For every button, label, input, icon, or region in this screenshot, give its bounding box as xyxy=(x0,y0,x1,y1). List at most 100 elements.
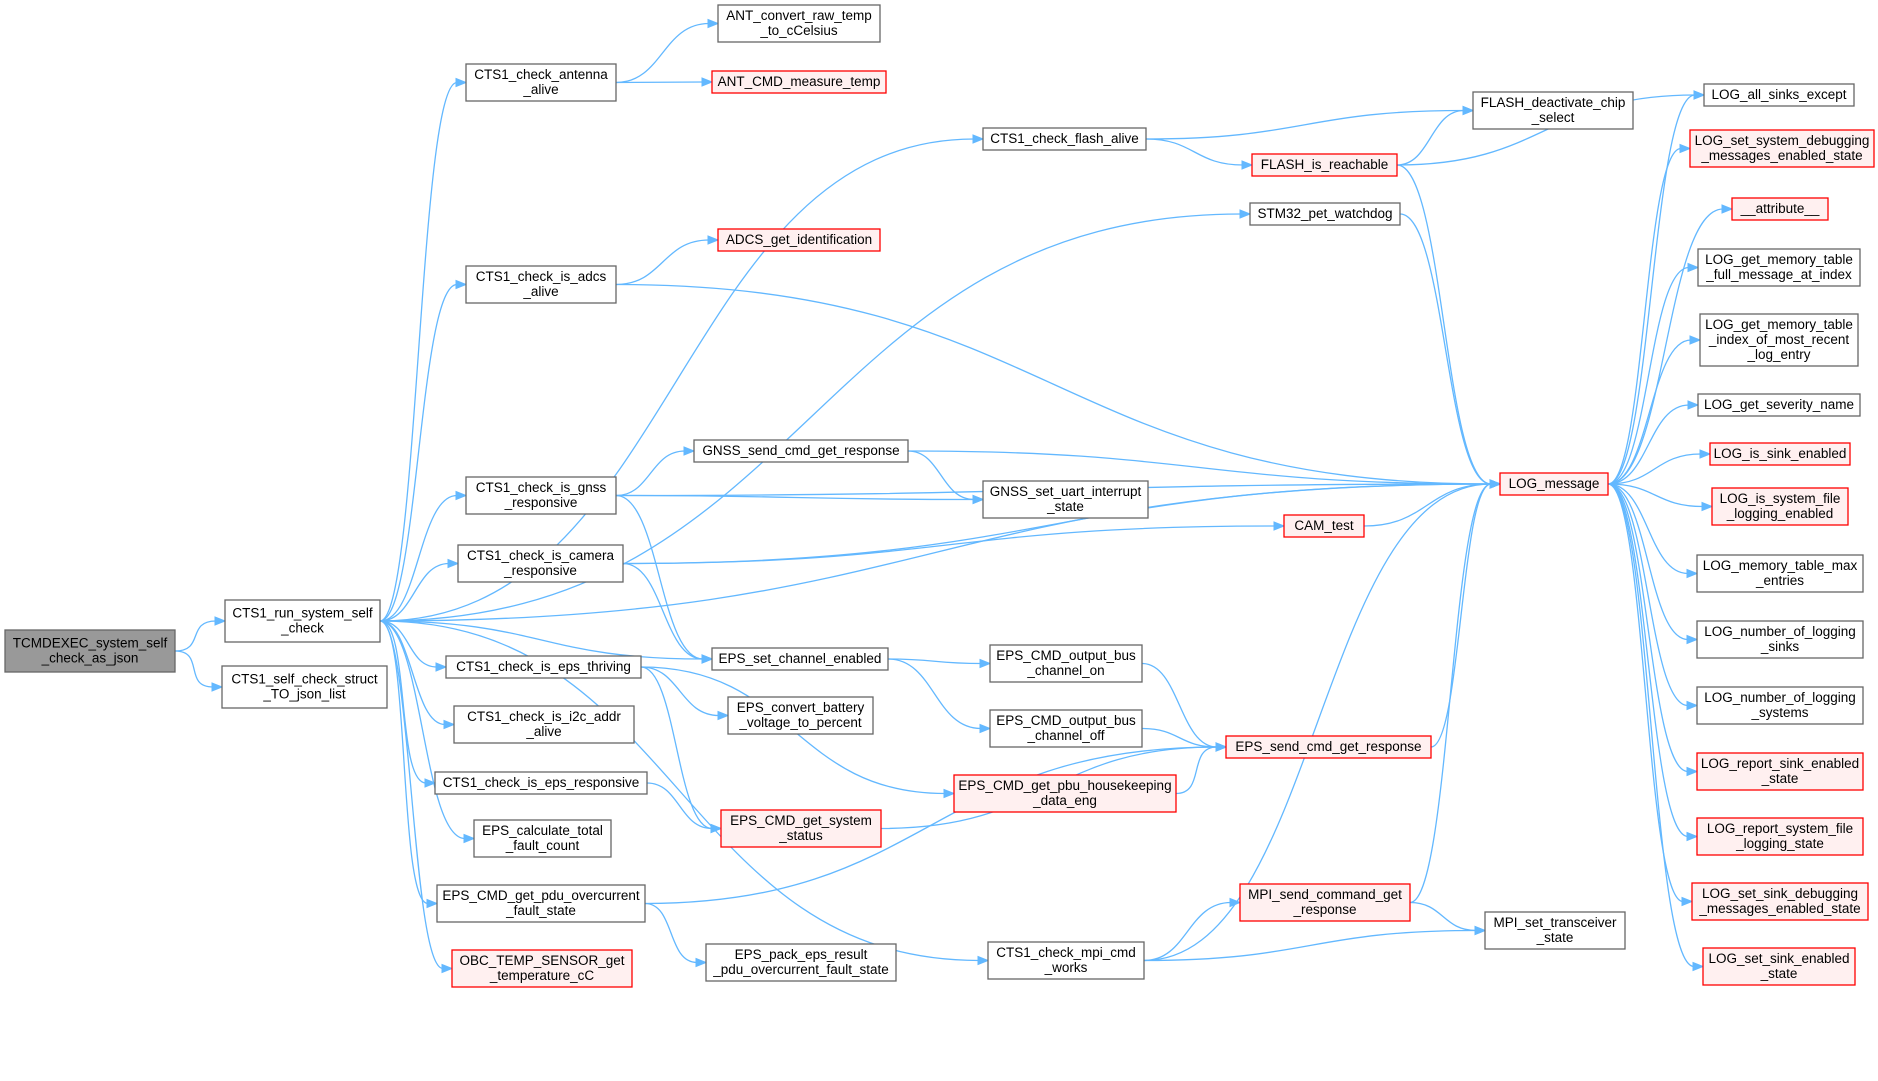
node-label-line: _channel_off xyxy=(1026,728,1104,743)
node-l4[interactable]: LOG_get_memory_table_full_message_at_ind… xyxy=(1697,248,1861,287)
node-root[interactable]: TCMDEXEC_system_self_check_as_json xyxy=(4,629,176,673)
node-gnssuart[interactable]: GNSS_set_uart_interrupt_state xyxy=(982,480,1149,519)
node-gnss[interactable]: CTS1_check_is_gnss_responsive xyxy=(465,476,617,515)
node-l14[interactable]: LOG_set_sink_debugging_messages_enabled_… xyxy=(1691,882,1869,921)
node-pduoc[interactable]: EPS_CMD_get_pdu_overcurrent_fault_state xyxy=(436,884,646,923)
node-pbu[interactable]: EPS_CMD_get_pbu_housekeeping_data_eng xyxy=(953,774,1177,813)
node-label-line: _check xyxy=(280,621,324,636)
node-layer: TCMDEXEC_system_self_check_as_json CTS1_r… xyxy=(4,4,1875,988)
node-box xyxy=(445,655,642,679)
node-box xyxy=(1697,393,1861,417)
node-epsbatt[interactable]: EPS_convert_battery_voltage_to_percent xyxy=(727,696,874,735)
node-box xyxy=(727,696,874,735)
node-stm32[interactable]: STM32_pet_watchdog xyxy=(1249,202,1401,226)
node-adcsid[interactable]: ADCS_get_identification xyxy=(717,228,881,252)
node-flashalive[interactable]: CTS1_check_flash_alive xyxy=(982,127,1147,151)
edge-camera-to-epschan xyxy=(622,562,714,664)
node-epsresp[interactable]: CTS1_check_is_eps_responsive xyxy=(434,771,648,795)
edge-pbu-to-epssend xyxy=(1175,742,1228,795)
node-adcs[interactable]: CTS1_check_is_adcs_alive xyxy=(465,265,617,304)
edge-flashreach-to-flashdeact xyxy=(1396,105,1475,166)
node-l6[interactable]: LOG_get_severity_name xyxy=(1697,393,1861,417)
node-l12[interactable]: LOG_report_sink_enabled_state xyxy=(1696,752,1864,791)
edge-gnss-to-gnsscmd xyxy=(615,446,696,497)
node-l2[interactable]: LOG_set_system_debugging_messages_enable… xyxy=(1689,129,1875,168)
node-antconv[interactable]: ANT_convert_raw_temp_to_cCelsius xyxy=(717,4,881,43)
node-label-line: CTS1_run_system_self xyxy=(232,606,373,621)
node-l8[interactable]: LOG_is_system_file_logging_enabled xyxy=(1711,487,1849,526)
node-box xyxy=(436,884,646,923)
node-label-line: _pdu_overcurrent_fault_state xyxy=(712,962,889,977)
node-busoff[interactable]: EPS_CMD_output_bus_channel_off xyxy=(989,709,1143,748)
node-label-line: ANT_CMD_measure_temp xyxy=(718,74,881,89)
node-label-line: EPS_CMD_output_bus xyxy=(996,713,1136,728)
node-l5[interactable]: LOG_get_memory_table_index_of_most_recen… xyxy=(1699,313,1859,367)
edge-root-to-run xyxy=(174,616,227,652)
node-obc[interactable]: OBC_TEMP_SENSOR_get_temperature_cC xyxy=(451,949,633,988)
edge-logmsg-to-l5 xyxy=(1607,335,1702,485)
node-struct[interactable]: CTS1_self_check_struct_TO_json_list xyxy=(221,665,388,709)
node-epssend[interactable]: EPS_send_cmd_get_response xyxy=(1225,735,1432,759)
node-l9[interactable]: LOG_memory_table_max_entries xyxy=(1696,554,1864,593)
edge-logmsg-to-l6 xyxy=(1607,400,1700,485)
node-label-line: __attribute__ xyxy=(1740,201,1820,216)
node-run[interactable]: CTS1_run_system_self_check xyxy=(224,599,381,643)
node-label-line: _state xyxy=(1536,930,1574,945)
node-camtest[interactable]: CAM_test xyxy=(1283,514,1365,538)
node-box xyxy=(711,70,887,94)
edge-mpiworks-to-mpisend xyxy=(1143,897,1242,962)
node-epspack[interactable]: EPS_pack_eps_result_pdu_overcurrent_faul… xyxy=(705,943,897,982)
node-gnsscmd[interactable]: GNSS_send_cmd_get_response xyxy=(693,439,909,463)
node-label-line: LOG_set_system_debugging xyxy=(1695,133,1870,148)
node-label-line: CTS1_self_check_struct xyxy=(231,672,378,687)
node-box xyxy=(717,4,881,43)
node-label-line: _entries xyxy=(1755,573,1804,588)
node-l15[interactable]: LOG_set_sink_enabled_state xyxy=(1702,947,1856,986)
node-l13[interactable]: LOG_report_system_file_logging_state xyxy=(1696,817,1864,856)
node-box xyxy=(720,809,882,848)
node-label-line: CTS1_check_is_eps_responsive xyxy=(443,775,640,790)
node-label-line: LOG_is_sink_enabled xyxy=(1714,446,1847,461)
node-l11[interactable]: LOG_number_of_logging_systems xyxy=(1696,686,1864,725)
node-label-line: _fault_count xyxy=(505,838,580,853)
node-label-line: LOG_report_system_file xyxy=(1707,821,1853,836)
node-antenna[interactable]: CTS1_check_antenna_alive xyxy=(465,63,617,102)
edge-run-to-fault xyxy=(379,620,476,844)
edge-logmsg-to-l13 xyxy=(1607,483,1699,842)
node-camera[interactable]: CTS1_check_is_camera_responsive xyxy=(457,544,624,583)
node-epsthr[interactable]: CTS1_check_is_eps_thriving xyxy=(445,655,642,679)
node-label-line: EPS_CMD_get_pdu_overcurrent xyxy=(442,888,640,903)
node-mpiworks[interactable]: CTS1_check_mpi_cmd_works xyxy=(987,941,1145,980)
edge-buson-to-epssend xyxy=(1141,662,1228,752)
node-logmsg[interactable]: LOG_message xyxy=(1499,472,1609,496)
edge-run-to-gnss xyxy=(379,490,468,622)
node-label-line: OBC_TEMP_SENSOR_get xyxy=(459,953,624,968)
node-antmeas[interactable]: ANT_CMD_measure_temp xyxy=(711,70,887,94)
edge-mpiworks-to-mpitx xyxy=(1143,925,1487,962)
node-box xyxy=(1499,472,1609,496)
node-l3[interactable]: __attribute__ xyxy=(1731,197,1829,221)
node-label-line: EPS_CMD_output_bus xyxy=(996,648,1136,663)
node-label-line: LOG_number_of_logging xyxy=(1704,690,1856,705)
node-mpitx[interactable]: MPI_set_transceiver_state xyxy=(1484,911,1626,950)
node-epssys[interactable]: EPS_CMD_get_system_status xyxy=(720,809,882,848)
node-l7[interactable]: LOG_is_sink_enabled xyxy=(1709,442,1851,466)
node-flashdeact[interactable]: FLASH_deactivate_chip_select xyxy=(1472,91,1634,130)
node-label-line: EPS_set_channel_enabled xyxy=(719,651,882,666)
node-epschan[interactable]: EPS_set_channel_enabled xyxy=(711,647,889,671)
node-buson[interactable]: EPS_CMD_output_bus_channel_on xyxy=(989,644,1143,683)
node-i2c[interactable]: CTS1_check_is_i2c_addr_alive xyxy=(453,705,635,744)
node-fault[interactable]: EPS_calculate_total_fault_count xyxy=(473,819,612,858)
node-box xyxy=(1696,817,1864,856)
edge-adcs-to-adcsid xyxy=(615,235,720,286)
node-mpisend[interactable]: MPI_send_command_get_response xyxy=(1239,883,1411,922)
node-l10[interactable]: LOG_number_of_logging_sinks xyxy=(1696,620,1864,659)
node-label-line: LOG_is_system_file xyxy=(1720,491,1841,506)
edge-run-to-antenna xyxy=(379,77,468,622)
node-flashreach[interactable]: FLASH_is_reachable xyxy=(1251,153,1398,177)
node-box xyxy=(1709,442,1851,466)
edge-antenna-to-antmeas xyxy=(615,77,714,87)
node-l1[interactable]: LOG_all_sinks_except xyxy=(1703,83,1855,107)
node-box xyxy=(1283,514,1365,538)
node-box xyxy=(1696,620,1864,659)
